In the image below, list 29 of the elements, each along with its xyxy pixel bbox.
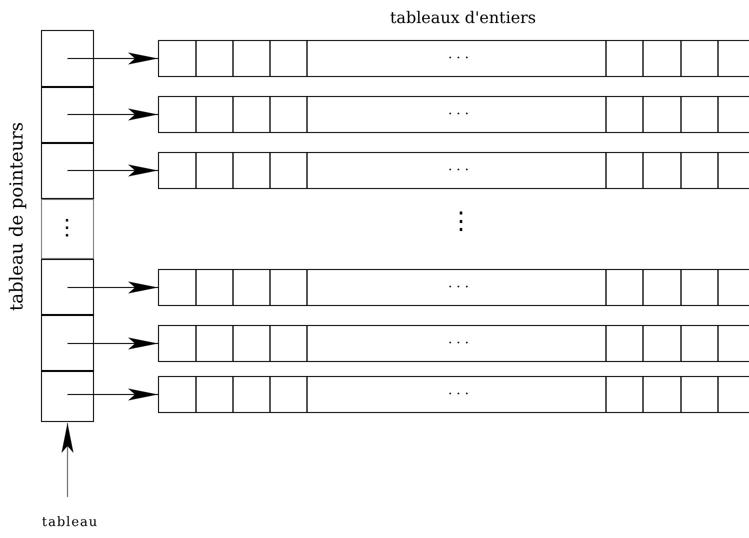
arrow <box>68 52 158 64</box>
ellipsis: · · · <box>448 279 469 294</box>
arrow <box>68 108 158 120</box>
integer-array <box>158 40 749 77</box>
integer-array <box>158 269 749 306</box>
ellipsis: · · · <box>448 335 469 350</box>
arrow <box>68 388 158 400</box>
ellipsis: · · · <box>448 162 469 178</box>
integer-array <box>158 152 749 189</box>
pointer-label: tableau <box>42 514 98 530</box>
arrow <box>68 164 158 176</box>
title-label: tableaux d'entiers <box>390 8 536 27</box>
ellipsis: · · · <box>448 386 469 402</box>
vertical-ellipsis: ⋮ <box>56 214 79 241</box>
array-label: tableau de pointeurs <box>6 122 28 311</box>
vertical-ellipsis: ⋮ <box>449 207 473 235</box>
pointer-cell <box>41 199 94 259</box>
integer-array <box>158 96 749 133</box>
arrow <box>62 423 74 497</box>
integer-array <box>158 376 749 413</box>
ellipsis: · · · <box>448 50 469 66</box>
arrow <box>68 282 158 294</box>
pointer-cell <box>41 87 94 143</box>
pointer-cell <box>41 143 94 199</box>
arrow <box>68 338 158 350</box>
pointer-cell <box>41 315 94 371</box>
pointer-cell <box>41 259 94 315</box>
integer-array <box>158 325 749 362</box>
ellipsis: · · · <box>448 106 469 122</box>
